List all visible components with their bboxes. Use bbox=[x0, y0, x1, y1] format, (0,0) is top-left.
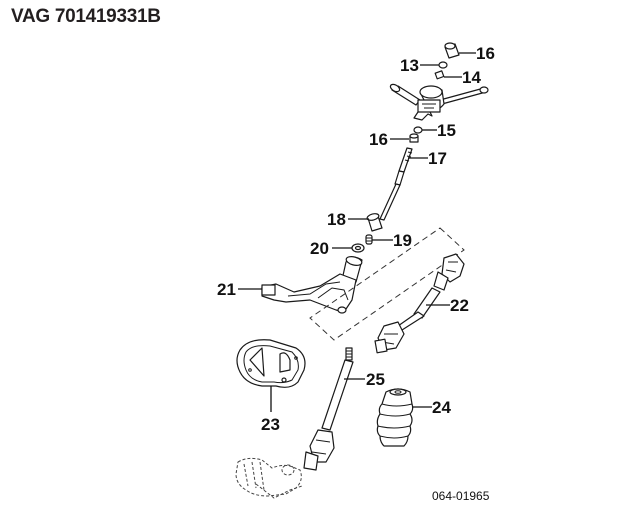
part-14-spring-clip[interactable] bbox=[434, 70, 445, 80]
callout-13: 13 bbox=[400, 56, 419, 75]
callout-18: 18 bbox=[327, 210, 346, 229]
combination-switch-assembly[interactable] bbox=[389, 83, 489, 121]
callout-24: 24 bbox=[432, 398, 451, 417]
part-21-column-bracket[interactable] bbox=[261, 255, 363, 314]
part-number-title: VAG 701419331B bbox=[11, 6, 161, 27]
steering-rack-ghost-outline bbox=[235, 457, 303, 499]
part-23-seal-plate[interactable] bbox=[236, 339, 306, 388]
part-17-steering-shaft[interactable] bbox=[379, 147, 413, 221]
part-19-spring[interactable] bbox=[365, 234, 373, 245]
callout-23: 23 bbox=[261, 415, 280, 434]
callout-21: 21 bbox=[217, 280, 236, 299]
callout-14: 14 bbox=[462, 68, 481, 87]
part-25-lower-shaft[interactable] bbox=[303, 347, 354, 471]
callout-20: 20 bbox=[310, 239, 329, 258]
callout-16b: 16 bbox=[369, 130, 388, 149]
part-24-rubber-boot[interactable] bbox=[376, 388, 414, 447]
part-15-ring[interactable] bbox=[413, 126, 423, 134]
callout-15: 15 bbox=[437, 121, 456, 140]
callout-17: 17 bbox=[428, 149, 447, 168]
part-18-bushing[interactable] bbox=[366, 213, 383, 232]
callout-16a: 16 bbox=[476, 44, 495, 63]
part-22-intermediate-shaft[interactable] bbox=[374, 253, 465, 354]
part-16-upper-bushing[interactable] bbox=[444, 42, 460, 59]
callout-22: 22 bbox=[450, 296, 469, 315]
callout-25: 25 bbox=[366, 370, 385, 389]
callout-19: 19 bbox=[393, 231, 412, 250]
assembly-boundary-dashed bbox=[309, 227, 465, 341]
part-16-lower-bushing[interactable] bbox=[409, 133, 419, 143]
part-20-washer[interactable] bbox=[351, 243, 365, 253]
part-13-ring[interactable] bbox=[438, 61, 448, 69]
drawing-number: 064-01965 bbox=[432, 489, 490, 503]
